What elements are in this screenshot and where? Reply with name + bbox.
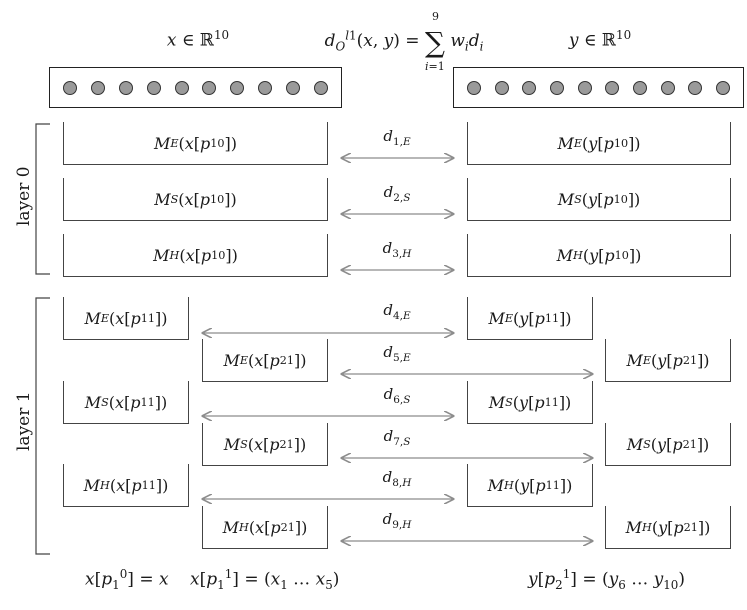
y-vector-dot-10 xyxy=(716,80,731,95)
x-vector-dot-3 xyxy=(118,80,133,95)
y-vector-dot-7 xyxy=(632,80,647,95)
dist-d6-label: d6,S xyxy=(383,385,411,406)
y-vector-dot-1 xyxy=(466,80,481,95)
x-vector-dot-5 xyxy=(174,80,189,95)
footer-y-p21: y[p21] = (y6 … y10) xyxy=(528,567,686,593)
y-vector xyxy=(453,67,744,108)
layer-0-bracket xyxy=(35,123,50,275)
dist-d9-label: d9,H xyxy=(382,510,412,531)
dist-d7-label: d7,S xyxy=(383,427,411,448)
y-vector-dot-2 xyxy=(494,80,509,95)
dist-d1-label: d1,E xyxy=(383,127,411,148)
x-space-label: x ∈ ℝ10 xyxy=(166,28,230,51)
dist-d4-label: d4,E xyxy=(383,301,411,322)
x-vector-dot-7 xyxy=(230,80,245,95)
y-vector-dot-8 xyxy=(660,80,675,95)
footer-x-p10: x[p10] = x xyxy=(85,567,169,593)
x-vector-dot-2 xyxy=(90,80,105,95)
x-vector-dot-6 xyxy=(202,80,217,95)
y-vector-dot-6 xyxy=(605,80,620,95)
layer-1-bracket xyxy=(35,297,50,555)
y-space-label: y ∈ ℝ10 xyxy=(568,28,632,51)
x-vector xyxy=(49,67,342,108)
y-vector-dot-4 xyxy=(549,80,564,95)
y-vector-dot-3 xyxy=(522,80,537,95)
x-vector-dot-8 xyxy=(258,80,273,95)
x-vector-dot-4 xyxy=(146,80,161,95)
dist-d3-label: d3,H xyxy=(382,239,412,260)
y-vector-dot-5 xyxy=(577,80,592,95)
dist-d5-label: d5,E xyxy=(383,343,411,364)
footer-x-p11: x[p11] = (x1 … x5) xyxy=(190,567,340,593)
y-vector-dot-9 xyxy=(688,80,703,95)
x-vector-dot-1 xyxy=(62,80,77,95)
dist-d2-label: d2,S xyxy=(383,183,411,204)
x-vector-dot-9 xyxy=(286,80,301,95)
x-vector-dot-10 xyxy=(313,80,328,95)
dist-d8-label: d8,H xyxy=(382,468,412,489)
